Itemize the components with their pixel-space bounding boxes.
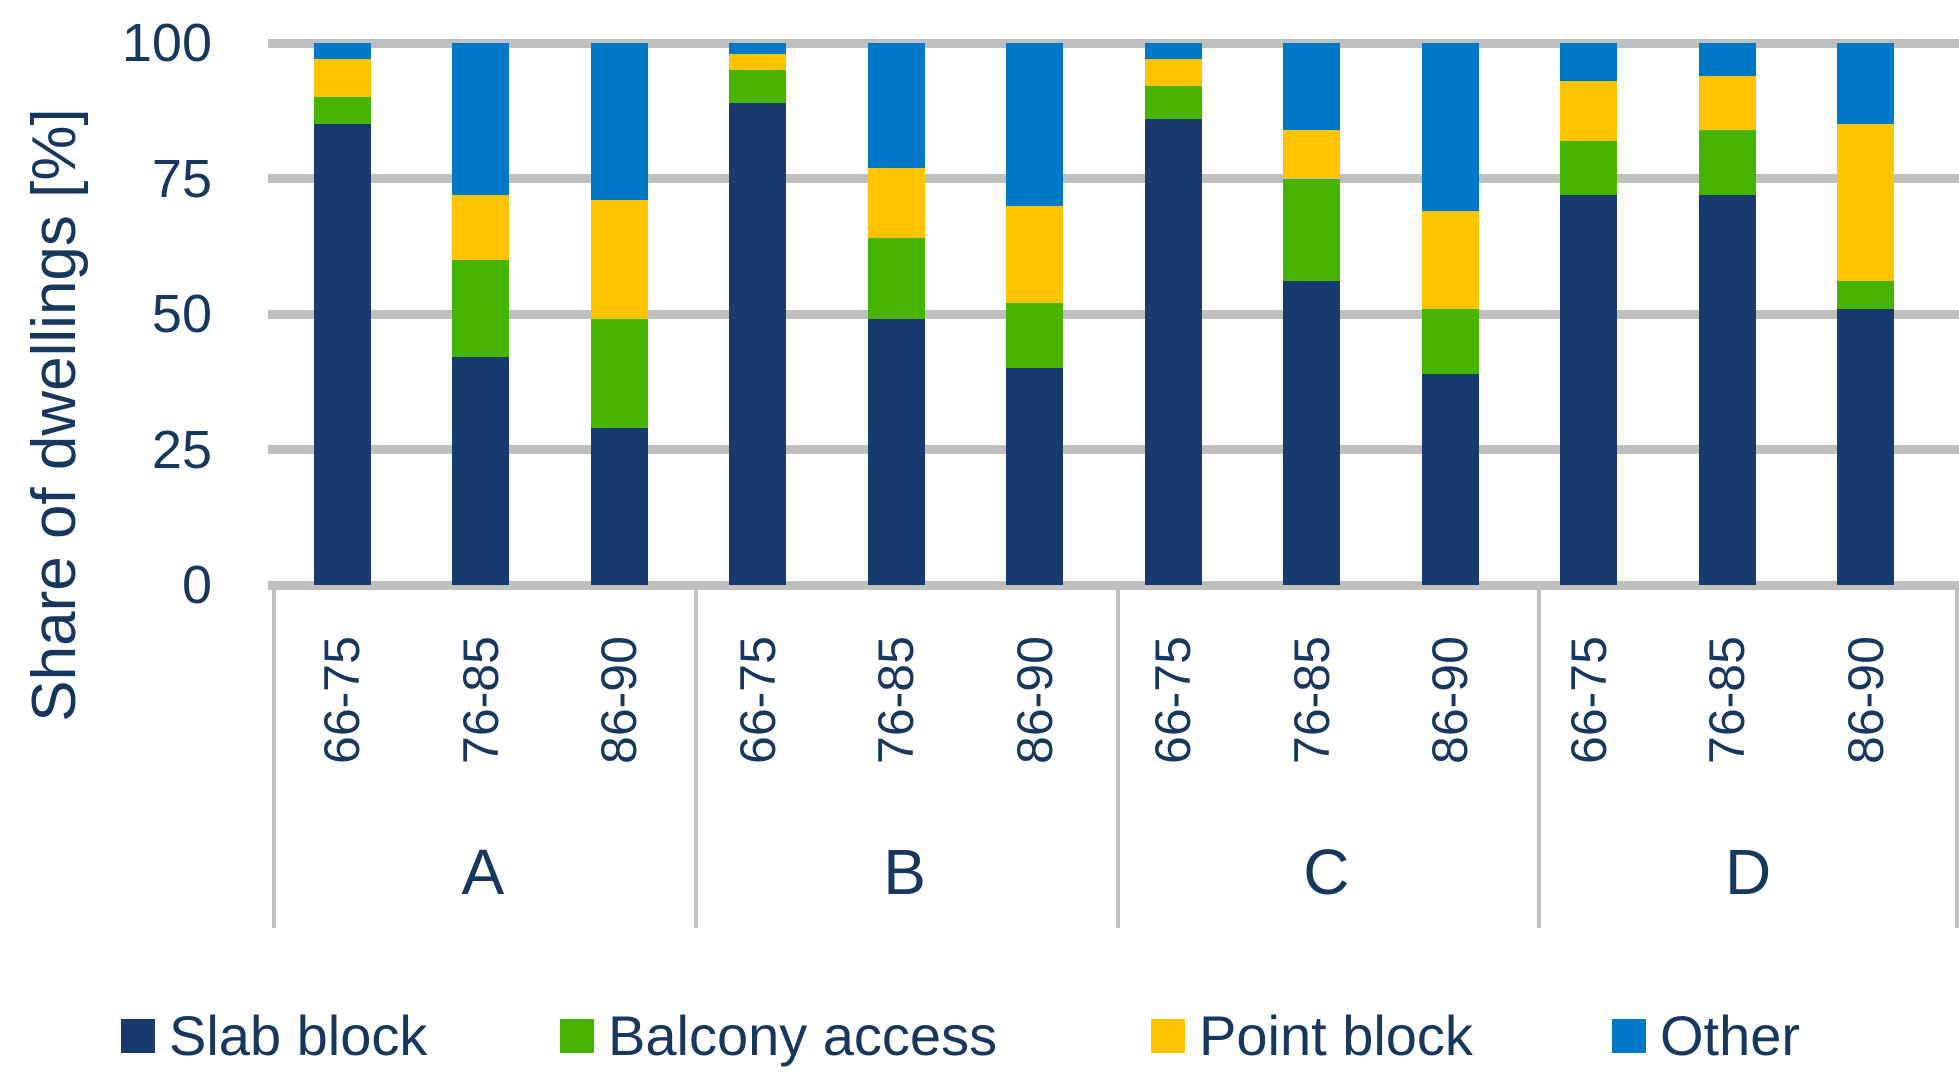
bar-segment-balcony-access — [452, 259, 509, 358]
bar-segment-point-block — [452, 194, 509, 260]
bar-segment-point-block — [1837, 124, 1894, 282]
bar-segment-point-block — [313, 59, 371, 98]
gridline — [268, 174, 1959, 183]
bar-segment-point-block — [729, 53, 786, 71]
bar-segment-balcony-access — [1560, 140, 1617, 195]
legend-item-slab-block: Slab block — [121, 1005, 427, 1067]
bar-segment-other — [1837, 43, 1894, 125]
legend-swatch-icon — [1151, 1019, 1185, 1053]
x-axis-period-label: 86-90 — [1837, 636, 1894, 764]
bar-segment-point-block — [867, 167, 925, 239]
bar-segment-other — [1144, 43, 1202, 60]
legend-swatch-icon — [1612, 1019, 1646, 1053]
bar-segment-point-block — [1283, 129, 1340, 179]
x-axis-period-label: 76-85 — [1699, 636, 1755, 764]
y-axis-tick-label: 50 — [151, 284, 212, 344]
x-axis-period-label: 66-75 — [1560, 636, 1617, 764]
bar-segment-other — [729, 43, 786, 54]
x-axis-period-label: 76-85 — [868, 636, 924, 764]
gridline — [268, 445, 1959, 454]
x-axis-period-label: 66-75 — [1145, 636, 1201, 764]
x-axis-period-label: 86-90 — [1006, 636, 1063, 764]
category-box-border — [272, 585, 276, 928]
gridline — [268, 309, 1959, 319]
bar-segment-balcony-access — [1006, 303, 1063, 369]
category-box-border — [693, 585, 698, 928]
bar-segment-slab-block — [590, 427, 648, 585]
bar-segment-balcony-access — [867, 238, 925, 320]
y-axis-tick-label: 75 — [151, 148, 212, 209]
bar-segment-balcony-access — [1144, 86, 1202, 119]
legend-item-other: Other — [1612, 1005, 1800, 1067]
legend-item-point-block: Point block — [1151, 1005, 1473, 1067]
x-axis-period-label: 66-75 — [314, 636, 370, 764]
bar-segment-other — [452, 43, 509, 195]
bar-segment-slab-block — [1560, 194, 1617, 585]
bar-segment-other — [313, 43, 371, 60]
bar-segment-other — [867, 43, 925, 168]
x-axis-period-label: 86-90 — [1422, 636, 1478, 764]
bar-segment-balcony-access — [590, 319, 648, 428]
bar-segment-slab-block — [1144, 118, 1202, 585]
y-axis-tick-label: 0 — [181, 555, 212, 615]
legend-label: Other — [1660, 1004, 1801, 1067]
legend-swatch-icon — [560, 1019, 594, 1053]
legend-label: Slab block — [169, 1004, 428, 1067]
x-axis-line — [268, 580, 1959, 590]
bar-segment-balcony-access — [1837, 281, 1894, 309]
legend-label: Point block — [1199, 1004, 1473, 1067]
bar-segment-point-block — [1560, 80, 1617, 141]
category-box-border — [1537, 585, 1542, 928]
bar-segment-point-block — [1421, 211, 1479, 309]
x-axis-period-label: 66-75 — [729, 636, 786, 764]
x-axis-period-label: 86-90 — [591, 636, 647, 764]
gridline — [268, 38, 1959, 48]
x-axis-period-label: 76-85 — [452, 636, 509, 764]
bar-segment-point-block — [1144, 59, 1202, 87]
bar-segment-point-block — [1006, 205, 1063, 304]
x-axis-group-label: B — [883, 836, 926, 908]
bar-segment-slab-block — [1837, 308, 1894, 585]
legend-swatch-icon — [121, 1019, 155, 1053]
category-box-border — [1115, 585, 1120, 928]
bar-segment-slab-block — [313, 124, 371, 585]
x-axis-group-label: D — [1725, 836, 1772, 908]
bar-segment-balcony-access — [1698, 129, 1756, 195]
bar-segment-other — [1283, 43, 1340, 130]
bar-segment-balcony-access — [1421, 308, 1479, 374]
bar-segment-balcony-access — [1283, 178, 1340, 282]
bar-segment-balcony-access — [313, 97, 371, 125]
bar-segment-slab-block — [1283, 281, 1340, 585]
y-axis-tick-label: 100 — [121, 13, 212, 73]
bar-segment-slab-block — [1698, 194, 1756, 585]
category-box-border — [1955, 585, 1959, 928]
bar-segment-slab-block — [1421, 373, 1479, 585]
bar-segment-other — [1006, 43, 1063, 206]
legend-item-balcony-access: Balcony access — [560, 1005, 997, 1067]
bar-segment-slab-block — [867, 319, 925, 585]
x-axis-period-label: 76-85 — [1283, 636, 1340, 764]
bar-segment-other — [1698, 43, 1756, 76]
bar-segment-point-block — [590, 200, 648, 320]
bar-segment-other — [1560, 43, 1617, 81]
legend-label: Balcony access — [608, 1004, 998, 1067]
bar-segment-slab-block — [452, 357, 509, 585]
bar-segment-other — [590, 43, 648, 201]
y-axis-tick-label: 25 — [151, 419, 212, 480]
x-axis-group-label: C — [1303, 836, 1350, 908]
bar-segment-slab-block — [729, 102, 786, 585]
bar-segment-other — [1421, 43, 1479, 212]
bar-segment-slab-block — [1006, 368, 1063, 585]
bar-segment-point-block — [1698, 75, 1756, 130]
x-axis-group-label: A — [461, 836, 505, 908]
bar-segment-balcony-access — [729, 70, 786, 103]
